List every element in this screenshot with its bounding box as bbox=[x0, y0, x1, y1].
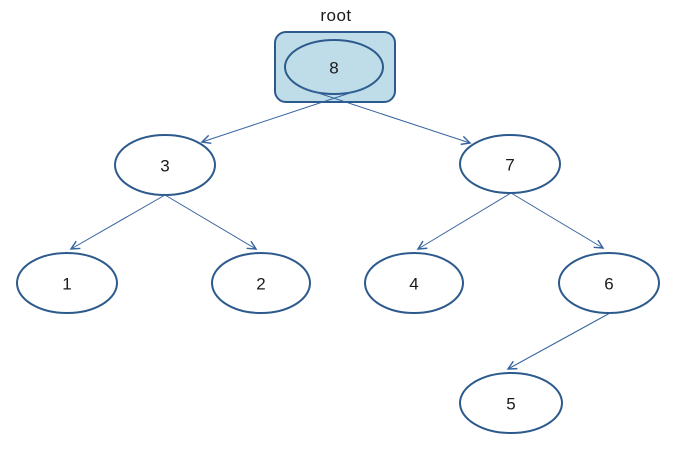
edge-8-7 bbox=[299, 86, 472, 146]
tree-node-5 bbox=[459, 372, 563, 434]
root-node-caption: root bbox=[320, 6, 352, 25]
node-label-4: 4 bbox=[409, 275, 418, 294]
tree-node-8 bbox=[284, 39, 384, 95]
node-label-5: 5 bbox=[506, 395, 515, 414]
edge-7-6 bbox=[510, 192, 605, 249]
edge-8-3 bbox=[200, 86, 369, 145]
edge-3-1 bbox=[69, 194, 166, 250]
edge-7-4 bbox=[416, 192, 512, 250]
tree-node-2 bbox=[211, 252, 311, 314]
root-highlight-box bbox=[274, 31, 396, 103]
labels-layer: 8 3 7 1 2 4 6 5 bbox=[62, 59, 613, 414]
node-label-1: 1 bbox=[62, 275, 71, 294]
nodes-layer bbox=[16, 31, 660, 434]
node-label-8: 8 bbox=[329, 59, 338, 78]
node-label-3: 3 bbox=[160, 157, 169, 176]
node-label-2: 2 bbox=[256, 275, 265, 294]
node-label-7: 7 bbox=[505, 156, 514, 175]
edges-layer bbox=[69, 86, 611, 370]
node-label-6: 6 bbox=[604, 275, 613, 294]
edge-6-5 bbox=[506, 312, 611, 370]
tree-node-4 bbox=[364, 252, 464, 314]
tree-node-7 bbox=[459, 134, 561, 194]
tree-node-1 bbox=[16, 252, 118, 314]
edge-3-2 bbox=[164, 194, 258, 250]
